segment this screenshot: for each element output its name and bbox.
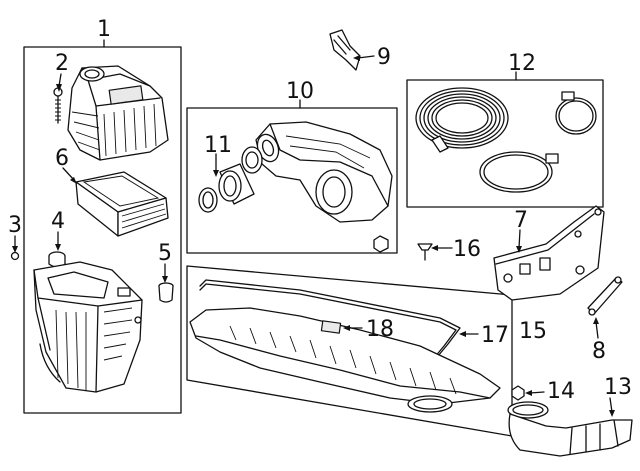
callout-7: 7 (514, 208, 528, 233)
bracket-part-7 (493, 205, 605, 301)
callout-16: 16 (453, 237, 481, 262)
callout-2: 2 (55, 51, 69, 76)
callout-13: 13 (604, 375, 632, 400)
callout-12: 12 (508, 51, 536, 76)
deflector-shield-part-15 (189, 307, 501, 413)
coupler-part-11 (198, 146, 263, 213)
leader-lines (12, 39, 615, 417)
intake-duct-part-10 (255, 121, 393, 253)
group-box-12 (406, 79, 604, 208)
hose-clamps-part-12 (415, 87, 597, 193)
group-box-10 (186, 107, 398, 254)
seal-strip-part-17 (199, 279, 461, 359)
group-box-1 (23, 46, 182, 414)
insulator-part-5 (158, 282, 174, 303)
air-filter-part-6 (75, 171, 169, 237)
push-pin-part-16 (417, 243, 433, 261)
callout-8: 8 (592, 339, 606, 364)
callout-11: 11 (204, 133, 232, 158)
callout-17: 17 (481, 323, 509, 348)
callout-4: 4 (51, 209, 65, 234)
intake-hose-part-13 (507, 401, 633, 457)
callout-9: 9 (377, 45, 391, 70)
callout-18: 18 (366, 317, 394, 342)
callout-15: 15 (519, 319, 547, 344)
grommet-part-3 (10, 251, 20, 261)
bracket-part-9 (329, 29, 361, 71)
grommet-part-4 (48, 251, 66, 268)
callout-3: 3 (8, 213, 22, 238)
air-cleaner-housing (33, 261, 143, 393)
nut-part-14 (511, 385, 525, 401)
air-cleaner-cover (67, 65, 169, 161)
callout-6: 6 (55, 146, 69, 171)
callout-10: 10 (286, 79, 314, 104)
callout-1: 1 (97, 17, 111, 42)
strap-part-8 (587, 276, 623, 316)
callout-14: 14 (547, 379, 575, 404)
bolt-part-2 (53, 87, 63, 124)
callout-5: 5 (158, 241, 172, 266)
